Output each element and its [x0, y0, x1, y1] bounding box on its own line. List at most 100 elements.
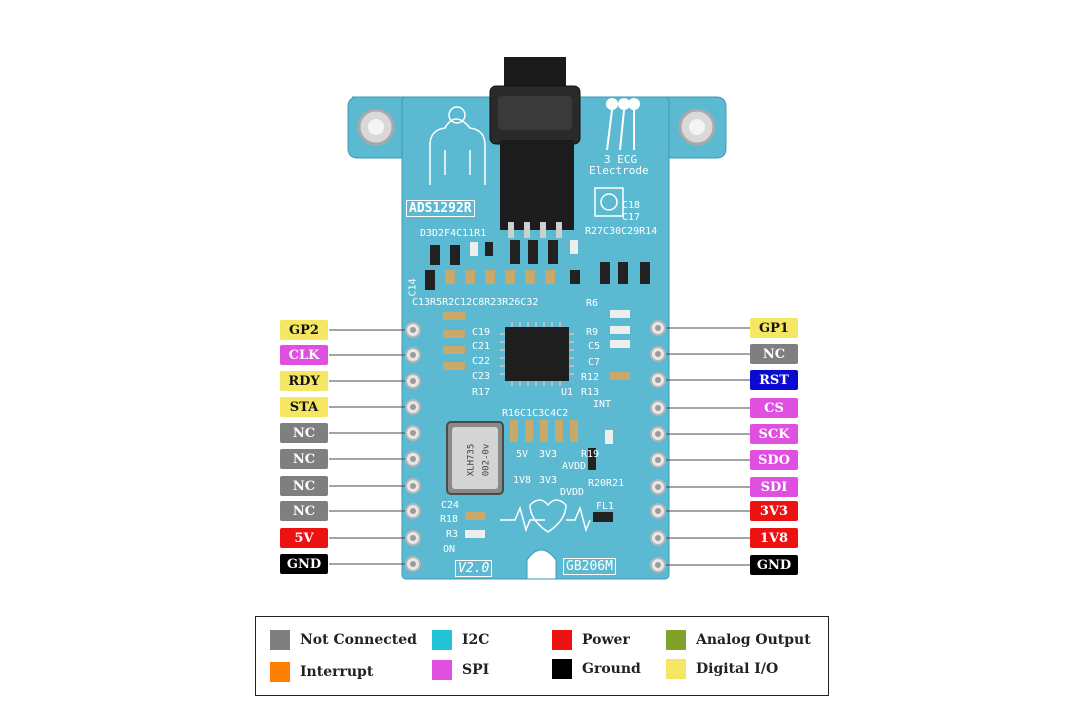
legend-label: Interrupt [300, 664, 374, 680]
silk-c14: C14 [407, 278, 419, 297]
legend-swatch [552, 659, 572, 679]
legend-label: Analog Output [696, 632, 811, 648]
left-pin-label-5v: 5V [280, 528, 328, 548]
header-pin-hole [655, 405, 661, 411]
ads1292r-chip [500, 322, 574, 386]
legend-label: I2C [462, 632, 490, 648]
silk-top-row: D3D2F4C11R1 [420, 228, 487, 239]
legend-swatch [432, 660, 452, 680]
header-pin-hole [410, 404, 416, 410]
legend-label: Not Connected [300, 632, 417, 648]
silk-int: INT [593, 399, 612, 410]
left-pin-label-clk: CLK [280, 345, 328, 365]
legend-label: SPI [462, 662, 490, 678]
silk-r17: R17 [472, 387, 491, 398]
header-pin-hole [655, 457, 661, 463]
silk-r18: R18 [440, 514, 459, 525]
silk-jp-3v3b: 3V3 [539, 475, 558, 486]
crystal-marking-line1: XLH735 [466, 443, 477, 477]
right-pin-label-sdo: SDO [750, 450, 798, 470]
silk-fl1: FL1 [596, 501, 615, 512]
board-version: V2.0 [455, 560, 493, 577]
header-pin-hole [655, 562, 661, 568]
silk-mid-row: C13R5R2C12C8R23R26C32 [412, 297, 539, 308]
right-pin-label-nc: NC [750, 344, 798, 364]
silk-r16: R16C1C3C4C2 [502, 408, 569, 419]
header-pin-hole [655, 535, 661, 541]
silk-c7: C7 [588, 357, 601, 368]
silk-jp-3v3a: 3V3 [539, 449, 558, 460]
silk-jp-5v: 5V [516, 449, 529, 460]
legend-item: Analog Output [666, 630, 811, 650]
left-pin-label-nc: NC [280, 476, 328, 496]
pin-header-left [405, 322, 421, 572]
legend-item: I2C [432, 630, 489, 650]
silk-c19: C19 [472, 327, 491, 338]
electrode-label-line2: Electrode [589, 164, 649, 177]
electrode-icon [606, 98, 640, 151]
left-pin-label-sta: STA [280, 397, 328, 417]
silk-c17: C17 [622, 212, 641, 223]
header-pin-hole [655, 325, 661, 331]
silk-c5: C5 [588, 341, 601, 352]
silk-jp-1v8: 1V8 [513, 475, 532, 486]
silk-c21: C21 [472, 341, 491, 352]
right-pin-label-rst: RST [750, 370, 798, 390]
header-pin-hole [655, 351, 661, 357]
header-pin-hole [655, 484, 661, 490]
legend-label: Power [582, 632, 630, 648]
left-pin-label-nc: NC [280, 449, 328, 469]
legend-swatch [666, 630, 686, 650]
right-pin-label-sdi: SDI [750, 477, 798, 497]
header-pin-hole [410, 352, 416, 358]
header-pin-hole [655, 377, 661, 383]
silk-r20: R20R21 [588, 478, 625, 489]
silk-r9: R9 [586, 327, 599, 338]
legend-item: SPI [432, 660, 489, 680]
silk-avdd: AVDD [562, 461, 587, 472]
legend: Not Connected I2C Power Analog Output In… [255, 616, 829, 696]
legend-swatch [432, 630, 452, 650]
pin-header-right [650, 320, 666, 573]
header-pin-hole [410, 483, 416, 489]
header-pin-hole [410, 430, 416, 436]
right-pin-label-sck: SCK [750, 424, 798, 444]
legend-item: Ground [552, 659, 641, 679]
right-pin-label-3v3: 3V3 [750, 501, 798, 521]
header-pin-hole [410, 561, 416, 567]
right-pin-label-gp1: GP1 [750, 318, 798, 338]
left-pin-label-gp2: GP2 [280, 320, 328, 340]
board-model: GB206M [563, 558, 616, 575]
legend-item: Interrupt [270, 662, 373, 682]
header-pin-hole [410, 535, 416, 541]
header-pin-hole [655, 431, 661, 437]
silk-r13: R13 [581, 387, 600, 398]
silk-r3: R3 [446, 529, 459, 540]
header-pin-hole [410, 456, 416, 462]
header-pin-hole [655, 508, 661, 514]
legend-swatch [552, 630, 572, 650]
silk-u1: U1 [561, 387, 574, 398]
right-pin-label-cs: CS [750, 398, 798, 418]
silk-c23: C23 [472, 371, 491, 382]
right-pin-label-1v8: 1V8 [750, 528, 798, 548]
body-outline-graphic [429, 106, 486, 185]
silk-c22: C22 [472, 356, 491, 367]
silk-dvdd: DVDD [560, 487, 585, 498]
leader-lines [329, 327, 750, 566]
crystal-marking-line2: 002-0v [481, 443, 492, 477]
silk-top-row2: R27C30C29R14 [585, 226, 658, 237]
legend-swatch [270, 662, 290, 682]
left-pin-label-nc: NC [280, 423, 328, 443]
left-pin-label-rdy: RDY [280, 371, 328, 391]
silk-r12: R12 [581, 372, 600, 383]
silk-c24: C24 [441, 500, 460, 511]
header-pin-hole [410, 508, 416, 514]
silk-r6: R6 [586, 298, 599, 309]
left-pin-label-nc: NC [280, 501, 328, 521]
board-notch [526, 549, 557, 580]
right-pin-label-gnd: GND [750, 555, 798, 575]
chip-icon [594, 187, 624, 217]
silk-c18: C18 [622, 200, 641, 211]
